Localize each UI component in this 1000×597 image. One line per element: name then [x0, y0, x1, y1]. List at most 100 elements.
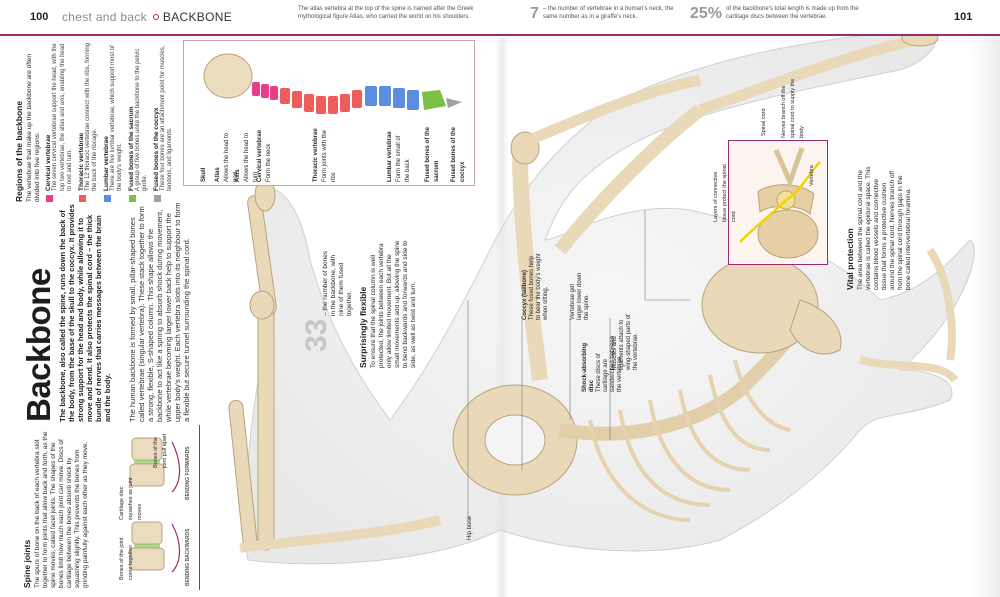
- upper-arm-bone: [554, 104, 705, 255]
- label-bending-backwards: BENDING BACKWARDS: [185, 528, 191, 587]
- hand-bone: [901, 36, 939, 47]
- region-swatch: [103, 195, 111, 202]
- callout-hip: Hip bone: [467, 515, 473, 540]
- label-cervical-note: Form the neck: [266, 143, 272, 182]
- lower-leg-bone: [239, 515, 442, 553]
- label-connective-layers: Layers of connective tissue protect the …: [713, 164, 737, 222]
- femur-bone: [257, 299, 275, 551]
- jaw-bone: [789, 299, 842, 355]
- diagram-cervical: [252, 82, 278, 100]
- section-name: chest and back: [62, 10, 147, 24]
- callout-shock-title: Shock-absorbing disc: [582, 342, 595, 392]
- region-name: Thoracic vertebrae: [77, 132, 85, 191]
- flexible-text: To ensure that the spinal column is well…: [370, 240, 417, 368]
- hand-front-bone: [859, 356, 959, 383]
- label-cervical-name: Cervical vertebrae: [257, 129, 263, 182]
- label-sacrum: Fused bones of the sacrum: [425, 126, 440, 182]
- label-lumbar-name: Lumbar vertebrae: [387, 131, 393, 182]
- diagram-thoracic: [280, 88, 362, 114]
- region-description: The 12 thoracic vertebrae connect with t…: [84, 42, 99, 191]
- label-skull: Skull: [201, 167, 207, 182]
- callout-muscles: Muscles and ligaments attach to wing-sha…: [612, 314, 639, 370]
- fact-discs-text: of the backbone's total length is made u…: [726, 6, 859, 20]
- skeleton-illustration: [228, 36, 975, 565]
- intro-body-block: The human backbone is formed by small, p…: [128, 202, 191, 422]
- page-title: Backbone: [20, 268, 57, 422]
- fact-discs-number: 25%: [690, 5, 723, 22]
- fact-discs: 25% of the backbone's total length is ma…: [690, 5, 870, 22]
- fact-atlas: The atlas vertebra at the top of the spi…: [298, 6, 474, 20]
- ribcage: [588, 359, 791, 522]
- flexible-panel: Surprisingly flexible To ensure that the…: [358, 238, 418, 368]
- vital-text: The area between the spinal cord and the…: [857, 166, 912, 290]
- spine-joints-panel: Spine joints The spurs of bone on the ba…: [22, 428, 90, 588]
- stat-text: – the number of bones in the backbone, w…: [322, 250, 353, 316]
- spine-joints-diagram: [129, 437, 181, 573]
- label-spinal-cord: Spinal cord: [761, 108, 767, 136]
- page-number-left: 100: [30, 11, 49, 23]
- region-name: Fused bones of the sacrum: [127, 106, 135, 191]
- spine-joints-frame: [8, 425, 200, 590]
- diagram-coccyx: [446, 98, 462, 108]
- vital-panel: Vital protection The area between the sp…: [845, 165, 913, 290]
- regions-panel: Regions of the backbone The vertebrae th…: [14, 42, 175, 202]
- region-name: Fused bones of the coccyx: [152, 107, 160, 191]
- knee-bone: [249, 290, 275, 320]
- page-header: 100 chest and back BACKBONE The atlas ver…: [0, 0, 1000, 36]
- label-atlas-name: Atlas: [215, 167, 221, 182]
- raised-thigh-bone: [512, 149, 548, 381]
- fact-neck-text: – the number of vertebrae in a human's n…: [542, 6, 674, 20]
- region-description: A group of five bones unite the backbone…: [134, 48, 149, 191]
- region-swatch: [46, 195, 53, 202]
- label-lumbar-note: Form the small of the back: [396, 135, 411, 182]
- region-swatch: [153, 195, 161, 202]
- label-bending-forwards: BENDING FORWARDS: [185, 446, 191, 500]
- label-cartilage: Cartilage disc squashes as joint moves: [119, 477, 143, 521]
- region-name: Cervical vertebrae: [45, 134, 52, 191]
- label-vertebra: Vertebra: [809, 165, 815, 186]
- raised-shin-bone: [527, 74, 702, 146]
- flexible-title: Surprisingly flexible: [358, 286, 368, 368]
- region-swatch: [128, 195, 136, 202]
- label-axis-name: Axis: [235, 169, 241, 182]
- spine-joints-title: Spine joints: [22, 539, 32, 588]
- regions-intro: The vertebrae that make up the backbone …: [26, 53, 41, 202]
- spine-joints-text: The spurs of bone on the back of each ve…: [34, 431, 89, 588]
- intro-lead: The backbone, also called the spine, run…: [58, 204, 112, 422]
- page-edge: [970, 36, 1000, 597]
- topic-name: BACKBONE: [162, 10, 233, 24]
- intro-lead-block: The backbone, also called the spine, run…: [58, 202, 112, 422]
- label-bones-apart: Bones of the joint pull apart: [153, 433, 168, 468]
- label-coccyx: Fused bones of the coccyx: [451, 126, 466, 182]
- fact-neck: 7 – the number of vertebrae in a human's…: [530, 5, 680, 22]
- region-swatch: [78, 195, 86, 202]
- label-thoracic-note: Form joints with the ribs: [322, 129, 337, 182]
- callout-vertebrae: Vertebrae get larger lower down the spin…: [570, 272, 590, 320]
- fact-neck-number: 7: [530, 5, 539, 22]
- region-description: The seven cervical vertebrae support the…: [52, 43, 73, 191]
- regions-title: Regions of the backbone: [14, 100, 24, 202]
- callout-coccyx-text: These fused bones help to bear the body'…: [529, 253, 549, 320]
- intro-body: The human backbone is formed by small, p…: [128, 202, 191, 422]
- spine-diagram: [203, 53, 462, 114]
- callout-coccyx-title: Coccyx (tailbone): [522, 269, 528, 320]
- vital-diagram: [739, 147, 821, 259]
- stat-text-block: – the number of bones in the backbone, w…: [322, 246, 354, 316]
- region-name: Lumbar vertebrae: [102, 136, 110, 191]
- fingers-bone: [926, 247, 956, 361]
- bullet-icon: [152, 14, 159, 20]
- diagram-lumbar: [365, 86, 419, 110]
